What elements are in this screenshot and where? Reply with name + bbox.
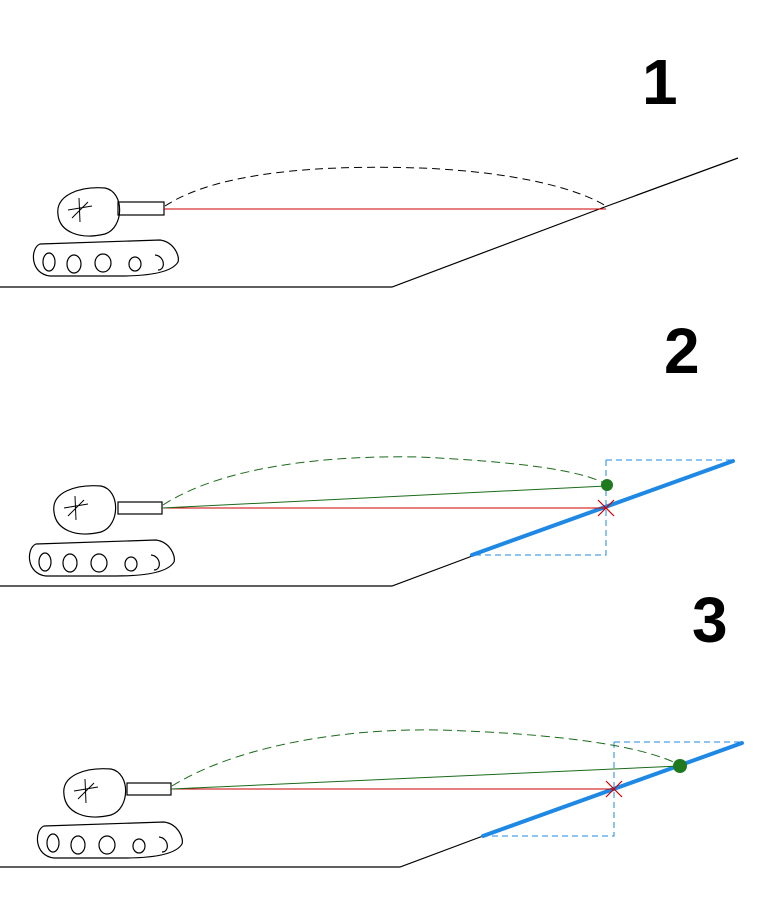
tank-star-1 — [67, 197, 93, 223]
tank-star-3 — [73, 778, 99, 804]
hit-marker-2 — [601, 479, 613, 491]
tank-2 — [28, 485, 175, 577]
tank-wheel-3e — [158, 836, 168, 853]
tank-wheel-3b — [70, 835, 86, 855]
impact-cross-3 — [605, 780, 623, 798]
tank-wheel-1b — [66, 254, 82, 274]
panel-number-2: 2 — [664, 315, 700, 387]
ground-slope-1 — [0, 157, 739, 288]
tank-barrel-3 — [126, 782, 172, 796]
tank-wheel-1a — [42, 252, 56, 272]
panel-number-1: 1 — [642, 46, 678, 118]
tank-hull-3 — [36, 821, 183, 859]
projection-box-3 — [483, 741, 742, 837]
panel-2: 2 — [0, 315, 735, 587]
green-direct-line-2 — [161, 485, 607, 509]
trajectory-1 — [164, 166, 607, 207]
panel-3: 3 — [0, 584, 744, 868]
trajectory-2 — [162, 456, 607, 506]
tank-barrel-1 — [117, 201, 165, 216]
tank-wheel-3d — [132, 838, 146, 854]
tank-star-2 — [63, 495, 89, 521]
green-direct-line-3 — [170, 765, 681, 790]
tank-turret-3 — [63, 768, 127, 818]
tank-wheel-2b — [62, 553, 78, 573]
trajectory-3 — [171, 729, 681, 787]
hit-marker-3 — [673, 759, 687, 773]
tank-wheel-2e — [150, 554, 160, 571]
impact-cross-2 — [597, 499, 615, 517]
tank-wheel-2a — [38, 552, 52, 572]
tank-turret-2 — [53, 485, 117, 535]
tank-hull-2 — [28, 539, 175, 577]
tank-3 — [36, 768, 183, 859]
tank-barrel-2 — [117, 501, 163, 515]
tank-wheel-1c — [94, 253, 112, 273]
tank-1 — [32, 187, 179, 277]
ground-slope-2 — [0, 554, 476, 587]
tank-wheel-1d — [128, 256, 142, 272]
tank-wheel-3c — [98, 835, 116, 855]
panel-1: 1 — [0, 46, 739, 288]
tank-turret-1 — [57, 187, 121, 237]
tank-wheel-1e — [154, 254, 164, 271]
ground-slope-3 — [0, 835, 484, 868]
tank-wheel-2c — [90, 553, 108, 573]
tank-wheel-2d — [124, 556, 138, 572]
tank-wheel-3a — [46, 833, 60, 853]
tank-hull-1 — [32, 239, 179, 277]
panel-number-3: 3 — [692, 584, 728, 656]
projection-box-2 — [472, 459, 733, 556]
